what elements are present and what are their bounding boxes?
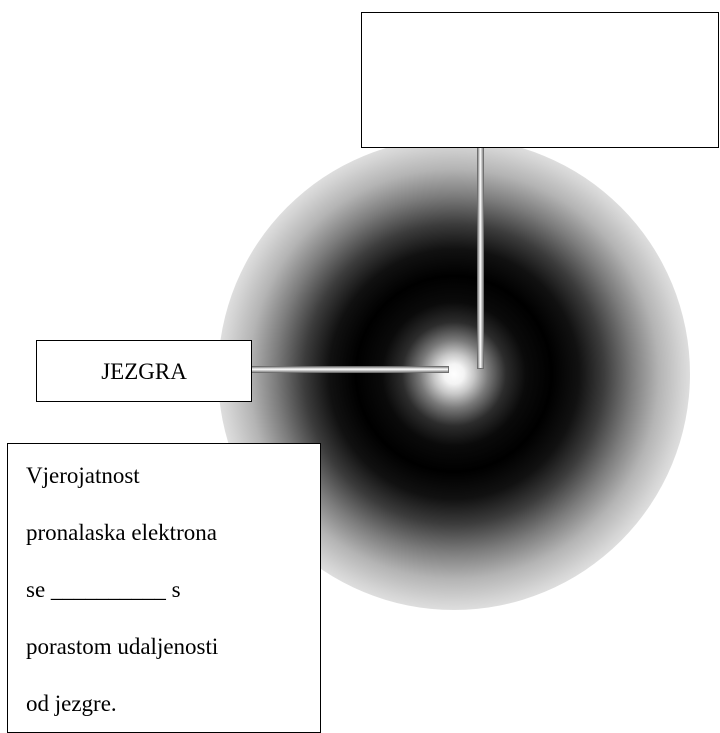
statement-line-4: porastom udaljenosti bbox=[26, 634, 219, 659]
nucleus-label: JEZGRA bbox=[101, 358, 187, 384]
statement-line-1: Vjerojatnost bbox=[26, 463, 140, 488]
statement-box: Vjerojatnost pronalaska elektrona se ___… bbox=[7, 443, 321, 733]
nucleus-label-connector bbox=[250, 367, 448, 372]
top-label-connector bbox=[478, 146, 483, 368]
top-label-box bbox=[361, 12, 719, 148]
statement-line-2: pronalaska elektrona bbox=[26, 520, 217, 545]
statement-line-5: od jezgre. bbox=[26, 691, 117, 716]
nucleus-label-box: JEZGRA bbox=[36, 340, 252, 402]
statement-line-3: se __________ s bbox=[26, 577, 181, 602]
